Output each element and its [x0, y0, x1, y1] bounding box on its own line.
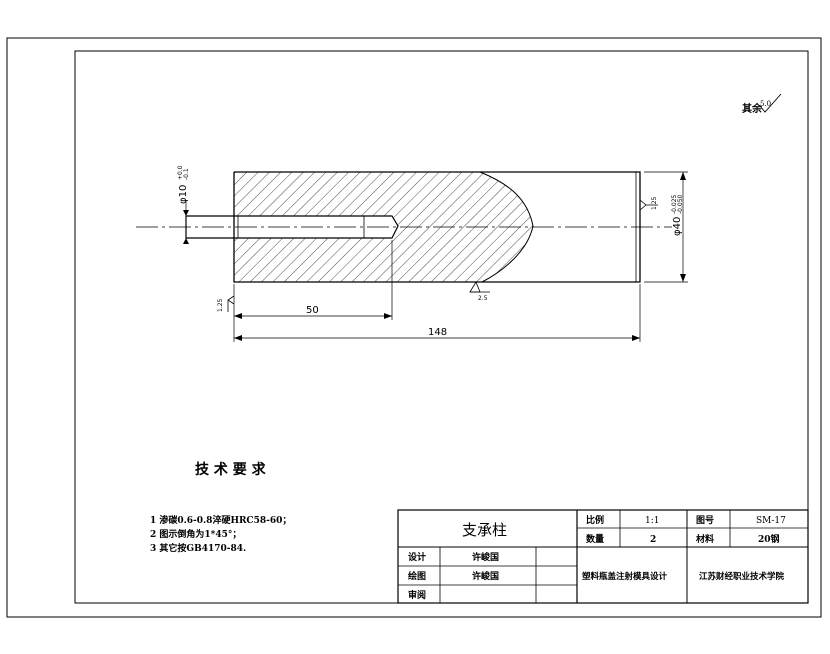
tech-requirements: 技 术 要 求 1 渗碳0.6-0.8淬硬HRC58-60； 2 图示倒角为1*…	[150, 461, 291, 554]
svg-text:审阅: 审阅	[408, 589, 426, 601]
svg-text:许峻国: 许峻国	[472, 551, 499, 563]
svg-text:数量: 数量	[586, 533, 604, 545]
dim-total-length: 148	[234, 284, 641, 342]
svg-text:其余: 其余	[742, 102, 763, 115]
roughness-bottom: 2.5	[469, 281, 490, 302]
svg-text:φ40: φ40	[672, 217, 683, 236]
break-line	[479, 171, 534, 283]
svg-text:图号: 图号	[696, 515, 714, 526]
bore-outline	[234, 215, 399, 239]
svg-text:5.0: 5.0	[760, 100, 771, 108]
svg-text:塑料瓶盖注射模具设计: 塑料瓶盖注射模具设计	[582, 571, 668, 582]
svg-text:2.5: 2.5	[478, 295, 488, 302]
svg-text:3 其它按GB4170-84.: 3 其它按GB4170-84.	[150, 542, 246, 554]
svg-text:φ10: φ10	[178, 185, 189, 204]
svg-text:材料: 材料	[695, 533, 714, 545]
part-name: 支承柱	[462, 521, 507, 539]
svg-text:SM-17: SM-17	[756, 516, 786, 526]
tech-requirements-title: 技 术 要 求	[195, 461, 267, 478]
roughness-general: 其余 5.0	[742, 93, 782, 115]
roughness-right: 1.25	[639, 196, 658, 211]
svg-text:许峻国: 许峻国	[472, 570, 499, 582]
svg-text:+0.0: +0.0	[177, 165, 184, 180]
dim-hole-depth: 50	[233, 240, 393, 342]
svg-text:-0.1: -0.1	[183, 168, 190, 180]
roughness-left: 1.25	[217, 295, 235, 312]
svg-text:-0.025: -0.025	[671, 194, 678, 214]
svg-text:2 图示倒角为1*45°；: 2 图示倒角为1*45°；	[150, 528, 241, 540]
svg-text:江苏财经职业技术学院: 江苏财经职业技术学院	[699, 571, 785, 582]
svg-text:比例: 比例	[586, 514, 604, 526]
svg-text:148: 148	[428, 327, 447, 338]
svg-text:设计: 设计	[408, 551, 426, 563]
svg-text:1:1: 1:1	[645, 516, 659, 526]
svg-text:20钢: 20钢	[758, 533, 780, 545]
svg-text:绘图: 绘图	[408, 570, 426, 582]
svg-text:-0.050: -0.050	[677, 194, 684, 214]
body-outline	[233, 171, 641, 283]
svg-text:2: 2	[650, 535, 656, 545]
title-block	[397, 509, 809, 604]
outer-frame	[6, 37, 822, 618]
dim-large-diameter: φ40 -0.025 -0.050	[644, 171, 688, 283]
svg-text:1.25: 1.25	[651, 196, 658, 210]
svg-text:1.25: 1.25	[217, 298, 224, 312]
svg-text:1 渗碳0.6-0.8淬硬HRC58-60；: 1 渗碳0.6-0.8淬硬HRC58-60；	[150, 514, 291, 526]
svg-text:50: 50	[306, 305, 319, 316]
title-block-text: 支承柱 比例 1:1 图号 SM-17 数量 2 材料 20钢 设计 许峻国 绘…	[408, 514, 786, 601]
section-hatch	[234, 172, 533, 282]
part-view	[136, 171, 672, 283]
dim-small-diameter: φ10 +0.0 -0.1	[177, 165, 190, 244]
